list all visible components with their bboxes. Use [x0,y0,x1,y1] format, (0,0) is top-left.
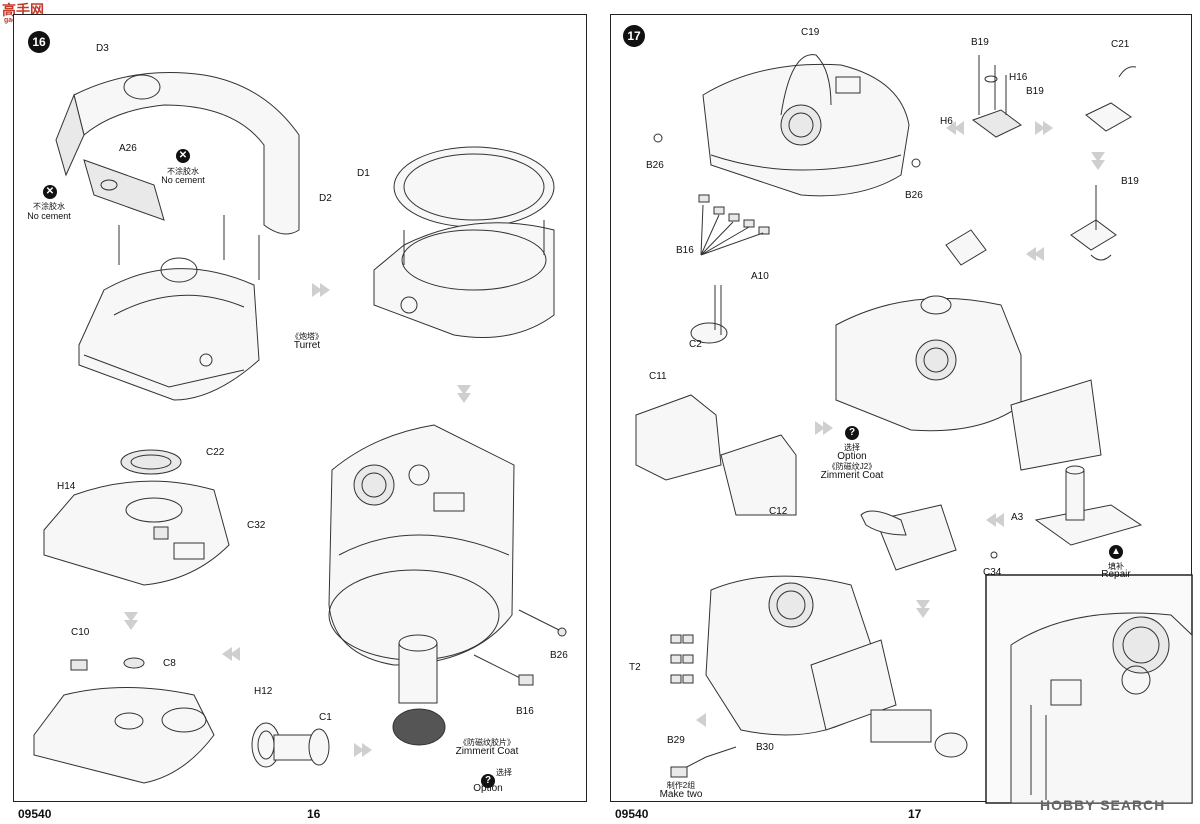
option-label-en: Option [473,783,503,794]
part-label-b26: B26 [550,650,568,661]
zimmerit-label-en: Zimmerit Coat [455,746,519,757]
instruction-page-16: 16 [13,14,587,821]
option-question-icon: ? [845,426,859,440]
part-label-b19: B19 [971,37,989,48]
repair-label-en: Repair [1101,569,1131,580]
part-label-c11: C11 [649,371,667,382]
no-cement-icon: ✕ [176,149,190,163]
turret-label-en: Turret [293,340,321,351]
part-label-d1: D1 [357,168,370,179]
part-label-b26: B26 [646,160,664,171]
part-label-c32: C32 [247,520,266,531]
part-label-c1: C1 [319,712,332,723]
zimmerit-label-cn: 《防磁纹胶片》 [459,738,515,747]
zimmerit-label-en: Zimmerit Coat [820,470,884,481]
option-label-cn: 选择 [844,443,860,452]
assembly-illustrations-16 [33,72,567,784]
instruction-page-17: 17 [610,14,1193,821]
step-number-16: 16 [28,31,50,53]
repair-label-cn: 填补 [1108,562,1124,571]
part-label-a3: A3 [1011,512,1024,523]
turret-label-cn: 《炮塔》 [291,332,323,341]
part-label-a26: A26 [119,143,137,154]
part-label-c21: C21 [1111,39,1130,50]
part-label-c12: C12 [769,506,788,517]
option-label-en: Option [837,451,867,462]
part-label-d2: D2 [319,193,332,204]
part-label-t2: T2 [629,662,641,673]
no-cement-en: No cement [161,175,205,185]
watermark-bottom: HOBBY SEARCH [1040,797,1166,813]
option-question-icon: ? [481,774,495,788]
no-cement-cn: 不涂胶水 [167,167,199,176]
part-label-h14: H14 [57,481,76,492]
part-label-b19: B19 [1026,86,1044,97]
part-label-c19: C19 [801,27,820,38]
assembly-illustrations-17 [635,54,1193,804]
part-label-b29: B29 [667,735,685,746]
no-cement-cn: 不涂胶水 [33,202,65,211]
no-cement-en: No cement [27,211,71,221]
part-label-c2: C2 [689,339,702,350]
part-label-c22: C22 [206,447,225,458]
part-label-c8: C8 [163,658,176,669]
no-cement-icon: ✕ [43,185,57,199]
part-label-b19: B19 [1121,176,1139,187]
part-label-h12: H12 [254,686,273,697]
part-label-a10: A10 [751,271,769,282]
part-label-h16: H16 [1009,72,1028,83]
make-two-en: Make two [659,789,703,800]
page-number: 16 [307,807,321,821]
part-label-b16: B16 [676,245,694,256]
part-label-b30: B30 [756,742,774,753]
step-number-17: 17 [623,25,645,47]
part-label-d3: D3 [96,43,109,54]
part-label-h6: H6 [940,116,953,127]
repair-icon: ▲ [1109,545,1123,559]
catalog-number: 09540 [18,807,52,821]
catalog-number: 09540 [615,807,649,821]
make-two-cn: 制作2组 [666,781,696,790]
zimmerit-label-cn: 《防磁纹J2》 [827,462,877,471]
page-number: 17 [908,807,922,821]
part-label-c34: C34 [983,567,1002,578]
part-label-c10: C10 [71,627,90,638]
option-label-cn: 选择 [496,768,512,777]
part-label-b26: B26 [905,190,923,201]
part-label-b16: B16 [516,706,534,717]
